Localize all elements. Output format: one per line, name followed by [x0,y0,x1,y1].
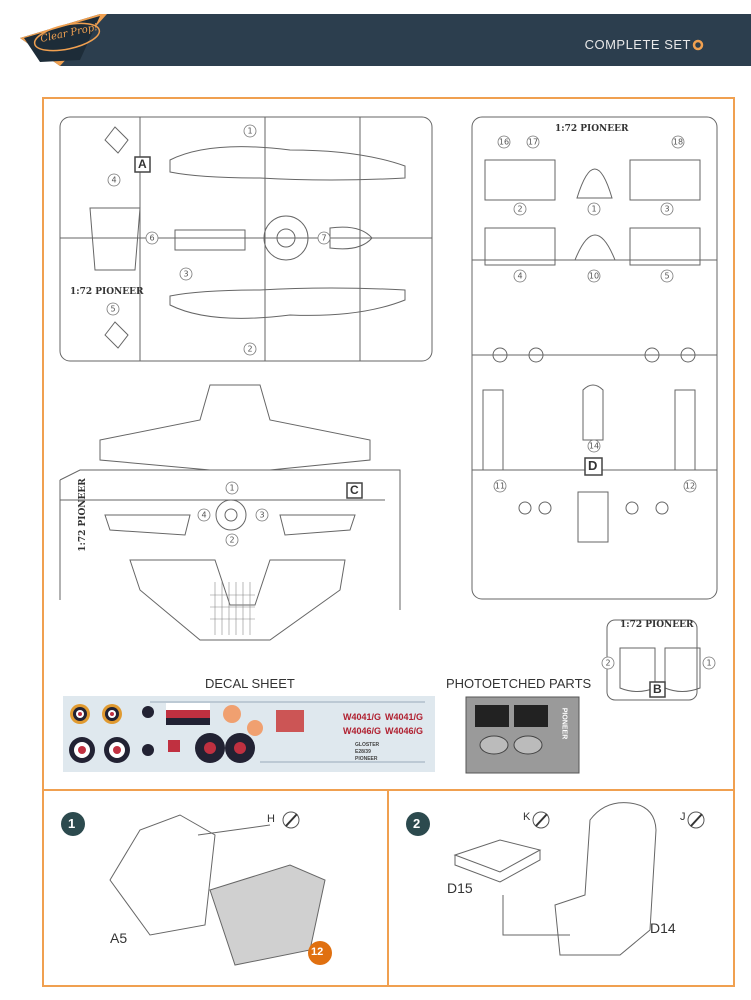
step1-badge: 12 [311,946,324,958]
sprue-a-letter: A [138,157,147,171]
sprue-d-letter: D [588,458,598,473]
svg-text:11: 11 [495,482,505,491]
roundel-2 [102,704,122,724]
photoetch-graphic [465,696,580,774]
sprue-d-scale-label: 1:72 PIONEER [555,124,629,134]
sprue-a-scale-label: 1:72 PIONEER [70,287,144,297]
divider-vertical [387,789,389,987]
svg-text:1: 1 [706,659,711,668]
svg-text:12: 12 [685,482,695,491]
decal-registration: W4041/G [385,712,424,722]
decal-sheet-graphic [63,696,435,772]
svg-text:3: 3 [259,511,264,520]
svg-text:14: 14 [589,442,599,451]
step1-number-badge [61,812,85,836]
sprue-c-scale-label: 1:72 PIONEER [77,478,88,552]
svg-text:2: 2 [229,536,234,545]
svg-text:7: 7 [321,234,326,243]
roundel-3 [69,737,95,763]
step2-number-badge [406,812,430,836]
svg-text:18: 18 [673,138,683,147]
step2-ref-d14: D14 [650,920,676,936]
svg-text:17: 17 [528,138,538,147]
decal-sheet-title: DECAL SHEET [205,676,295,691]
sprue-b-letter: B [653,682,662,696]
step2-ref-k: K [523,811,531,823]
decal-title-line: GLOSTER [355,742,380,748]
decal-registration: W4046/G [385,726,424,736]
step1-ref-a5: A5 [110,930,128,946]
svg-text:4: 4 [201,511,206,520]
sprue-a-frame [59,116,433,362]
svg-text:2: 2 [247,345,252,354]
svg-text:4: 4 [111,176,116,185]
sprue-c-letter: C [350,483,359,497]
svg-text:4: 4 [517,272,522,281]
step2-ref-d15: D15 [447,880,473,896]
photoetched-parts-title: PHOTOETCHED PARTS [446,676,592,691]
sprue-b-scale-label: 1:72 PIONEER [620,620,694,630]
step1-dashboard [109,814,216,936]
step2-ref-j: J [680,811,686,823]
roundel-4 [104,737,130,763]
svg-text:5: 5 [664,272,669,281]
decal-title-line: E28/39 [355,749,371,755]
decal-registration: W4041/G [343,712,382,722]
svg-text:1: 1 [247,127,252,136]
decal-title-line: PIONEER [355,756,378,762]
svg-text:16: 16 [499,138,509,147]
svg-text:10: 10 [589,272,599,281]
roundel-1 [70,704,90,724]
header-graphic [20,14,751,66]
step2-seat [554,802,657,956]
sprue-d-frame [471,116,718,600]
step2-number: 2 [413,816,421,831]
decal-registration: W4046/G [343,726,382,736]
svg-text:1: 1 [591,205,596,214]
svg-text:3: 3 [183,270,188,279]
step1-ref-h: H [267,813,275,825]
header-banner: Clear Prop! COMPLETE SET [0,0,751,80]
step1-number: 1 [68,816,76,831]
header-title: COMPLETE SET [584,37,691,52]
svg-text:2: 2 [517,205,522,214]
svg-text:3: 3 [664,205,669,214]
svg-text:1: 1 [229,484,234,493]
svg-text:6: 6 [149,234,154,243]
svg-text:2: 2 [605,659,610,668]
svg-text:5: 5 [110,305,115,314]
photoetch-label: PIONEER [560,707,568,740]
